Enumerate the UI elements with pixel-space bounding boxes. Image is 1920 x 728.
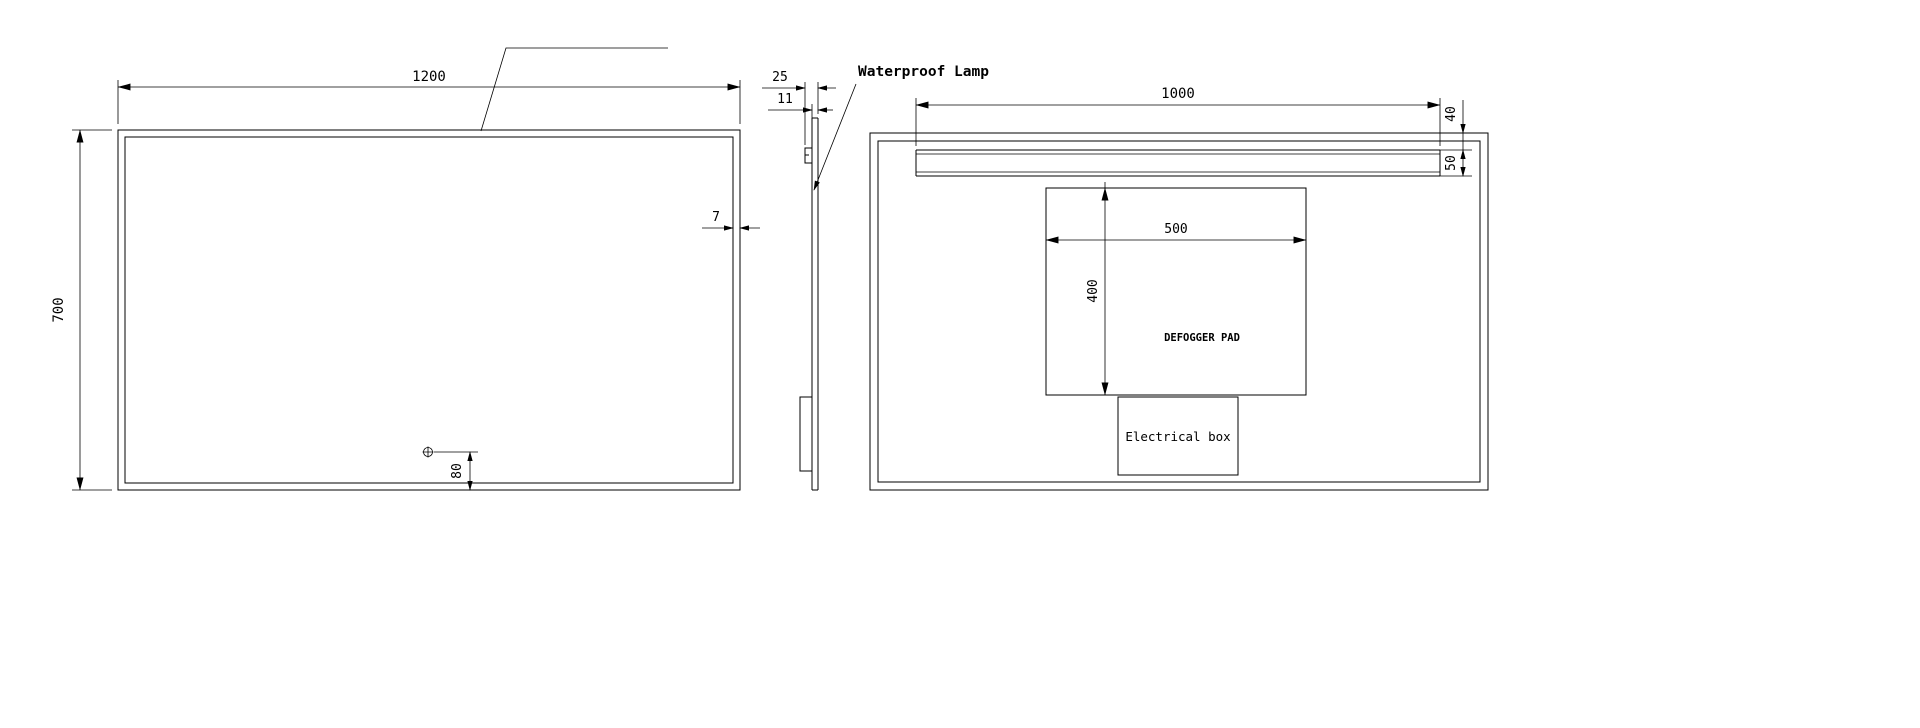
top-leader-line bbox=[480, 47, 668, 132]
back-view: 1000 40 50 DEFOGGER PAD 500 bbox=[869, 86, 1489, 491]
electrical-box-outline bbox=[1117, 396, 1239, 476]
dim-text-depth: 25 bbox=[772, 70, 788, 85]
defogger-pad: DEFOGGER PAD 500 400 bbox=[1045, 182, 1307, 396]
dim-width-1200: 1200 bbox=[117, 69, 741, 124]
dim-text-lamp-height: 50 bbox=[1444, 155, 1459, 171]
back-view-inner-frame bbox=[877, 140, 1481, 483]
front-view-outer-frame bbox=[117, 129, 741, 491]
defogger-pad-outline bbox=[1045, 187, 1307, 396]
dim-frame-7: 7 bbox=[702, 210, 760, 231]
lamp-strip bbox=[915, 149, 1441, 177]
sensor-symbol bbox=[422, 446, 434, 458]
electrical-box: Electrical box bbox=[1117, 396, 1239, 476]
back-view-outer-frame bbox=[869, 132, 1489, 491]
dim-depth-25: 25 bbox=[762, 70, 836, 145]
dim-text-frame: 7 bbox=[712, 210, 720, 225]
dim-pad-height-400: 400 bbox=[1086, 182, 1109, 396]
dim-text-pad-height: 400 bbox=[1086, 279, 1101, 302]
front-view-inner-frame bbox=[124, 136, 734, 484]
lamp-bracket bbox=[804, 147, 812, 164]
dim-lamp-offset-40: 40 bbox=[1440, 100, 1472, 177]
dim-sensor-offset-80: 80 bbox=[434, 451, 478, 491]
waterproof-lamp-label: Waterproof Lamp bbox=[858, 64, 989, 80]
waterproof-lamp-callout: Waterproof Lamp bbox=[813, 64, 989, 191]
defogger-pad-label: DEFOGGER PAD bbox=[1164, 332, 1240, 344]
dim-pad-width-500: 500 bbox=[1045, 222, 1307, 244]
front-view: 1200 700 7 80 bbox=[51, 47, 760, 491]
dim-lamp-height-50: 50 bbox=[1444, 149, 1466, 177]
dim-text-lamp-length: 1000 bbox=[1161, 86, 1195, 102]
dim-glass-11: 11 bbox=[768, 92, 833, 145]
junction-box bbox=[799, 396, 813, 472]
dim-text-glass: 11 bbox=[777, 92, 793, 107]
sensor-cross-icon bbox=[422, 446, 434, 458]
dim-text-sensor-offset: 80 bbox=[450, 463, 465, 479]
electrical-box-label: Electrical box bbox=[1125, 429, 1231, 444]
dim-text-lamp-offset: 40 bbox=[1444, 106, 1459, 122]
lamp-leader-line bbox=[813, 83, 857, 191]
dim-lamp-1000: 1000 bbox=[915, 86, 1441, 146]
side-view: 25 11 Waterproof Lamp bbox=[762, 64, 989, 491]
profile-caps bbox=[812, 117, 818, 491]
dim-text-width: 1200 bbox=[412, 69, 446, 85]
dim-height-700: 700 bbox=[51, 129, 112, 491]
dim-text-pad-width: 500 bbox=[1164, 222, 1187, 237]
lamp-strip-ends bbox=[915, 150, 1441, 176]
dim-text-height: 700 bbox=[51, 297, 67, 322]
